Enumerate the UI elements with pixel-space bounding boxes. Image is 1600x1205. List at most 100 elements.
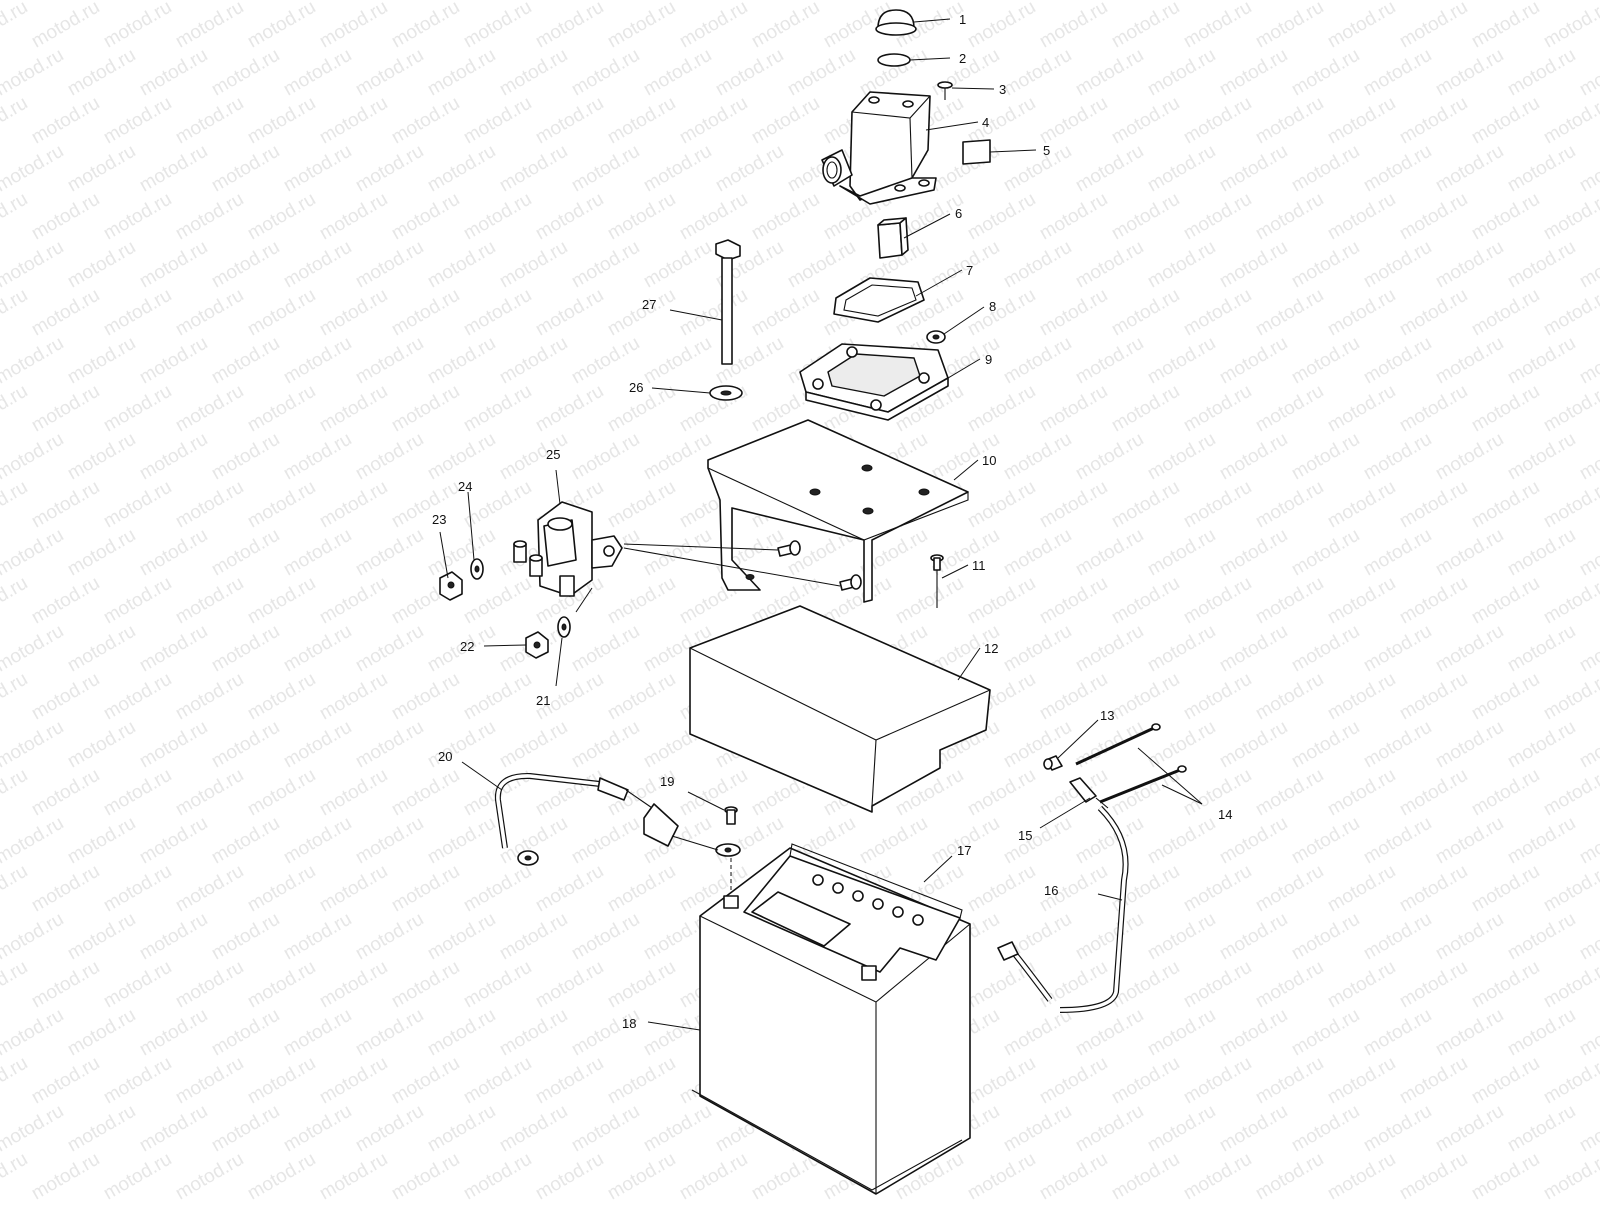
watermark-text: motod.ru xyxy=(1324,1149,1399,1200)
watermark-text: motod.ru xyxy=(1360,621,1435,677)
watermark-text: motod.ru xyxy=(352,141,427,197)
watermark-text: motod.ru xyxy=(172,285,247,341)
watermark-text: motod.ru xyxy=(1288,429,1363,485)
watermark-text: motod.ru xyxy=(64,141,139,197)
watermark-text: motod.ru xyxy=(1468,1053,1543,1109)
watermark-text: motod.ru xyxy=(568,237,643,293)
callout-20: 20 xyxy=(438,749,452,764)
watermark-text: motod.ru xyxy=(0,669,31,725)
watermark-text: motod.ru xyxy=(1216,525,1291,581)
watermark-text: motod.ru xyxy=(1252,765,1327,821)
watermark-text: motod.ru xyxy=(1504,237,1579,293)
watermark-text: motod.ru xyxy=(172,765,247,821)
watermark-text: motod.ru xyxy=(1216,717,1291,773)
watermark-text: motod.ru xyxy=(1432,1005,1507,1061)
watermark-text: motod.ru xyxy=(1540,93,1600,149)
watermark-text: motod.ru xyxy=(352,45,427,101)
watermark-text: motod.ru xyxy=(28,669,103,725)
watermark-text: motod.ru xyxy=(316,669,391,725)
callout-7: 7 xyxy=(966,263,973,278)
watermark-text: motod.ru xyxy=(964,957,1039,1013)
callout-13: 13 xyxy=(1100,708,1114,723)
watermark-text: motod.ru xyxy=(1324,93,1399,149)
watermark-text: motod.ru xyxy=(748,0,823,52)
watermark-text: motod.ru xyxy=(1036,93,1111,149)
watermark-text: motod.ru xyxy=(1576,525,1600,581)
watermark-text: motod.ru xyxy=(244,669,319,725)
watermark-text: motod.ru xyxy=(28,957,103,1013)
part-21-washer xyxy=(557,616,571,638)
watermark-text: motod.ru xyxy=(604,477,679,533)
callout-26: 26 xyxy=(629,380,643,395)
watermark-text: motod.ru xyxy=(532,0,607,52)
watermark-text: motod.ru xyxy=(1504,717,1579,773)
watermark-text: motod.ru xyxy=(532,861,607,917)
callout-15: 15 xyxy=(1018,828,1032,843)
callout-19: 19 xyxy=(660,774,674,789)
watermark-text: motod.ru xyxy=(0,1005,67,1061)
watermark-text: motod.ru xyxy=(1180,573,1255,629)
watermark-text: motod.ru xyxy=(64,813,139,869)
watermark-text: motod.ru xyxy=(496,45,571,101)
watermark-text: motod.ru xyxy=(352,1101,427,1157)
watermark-text: motod.ru xyxy=(244,0,319,52)
watermark-text: motod.ru xyxy=(1468,0,1543,52)
watermark-text: motod.ru xyxy=(1576,237,1600,293)
watermark-text: motod.ru xyxy=(424,45,499,101)
watermark-text: motod.ru xyxy=(352,717,427,773)
watermark-text: motod.ru xyxy=(64,429,139,485)
part-8-nut xyxy=(926,330,946,344)
watermark-text: motod.ru xyxy=(1576,909,1600,965)
watermark-text: motod.ru xyxy=(640,429,715,485)
watermark-text: motod.ru xyxy=(1000,1005,1075,1061)
watermark-text: motod.ru xyxy=(1072,909,1147,965)
watermark-text: motod.ru xyxy=(1396,573,1471,629)
watermark-text: motod.ru xyxy=(460,1149,535,1200)
watermark-text: motod.ru xyxy=(676,93,751,149)
watermark-text: motod.ru xyxy=(208,525,283,581)
watermark-text: motod.ru xyxy=(1216,1005,1291,1061)
watermark-text: motod.ru xyxy=(1108,1149,1183,1200)
watermark-text: motod.ru xyxy=(712,0,787,4)
watermark-text: motod.ru xyxy=(568,813,643,869)
watermark-text: motod.ru xyxy=(1504,141,1579,197)
watermark-text: motod.ru xyxy=(388,1149,463,1200)
watermark-text: motod.ru xyxy=(748,189,823,245)
part-13-fitting xyxy=(1043,755,1063,771)
watermark-text: motod.ru xyxy=(280,237,355,293)
watermark-text: motod.ru xyxy=(964,1053,1039,1109)
watermark-text: motod.ru xyxy=(1180,957,1255,1013)
watermark-text: motod.ru xyxy=(316,1053,391,1109)
watermark-text: motod.ru xyxy=(244,93,319,149)
watermark-text: motod.ru xyxy=(1072,429,1147,485)
watermark-text: motod.ru xyxy=(28,765,103,821)
watermark-text: motod.ru xyxy=(28,189,103,245)
watermark-text: motod.ru xyxy=(0,1053,31,1109)
watermark-text: motod.ru xyxy=(1000,1101,1075,1157)
watermark-text: motod.ru xyxy=(136,237,211,293)
watermark-text: motod.ru xyxy=(1576,0,1600,4)
watermark-text: motod.ru xyxy=(244,1149,319,1200)
watermark-text: motod.ru xyxy=(316,477,391,533)
watermark-text: motod.ru xyxy=(0,141,67,197)
part-17-vent-caps xyxy=(812,874,924,926)
watermark-text: motod.ru xyxy=(1216,45,1291,101)
watermark-text: motod.ru xyxy=(1000,333,1075,389)
watermark-text: motod.ru xyxy=(244,189,319,245)
watermark-text: motod.ru xyxy=(964,1149,1039,1200)
watermark-text: motod.ru xyxy=(568,909,643,965)
watermark-text: motod.ru xyxy=(1108,381,1183,437)
watermark-text: motod.ru xyxy=(1000,429,1075,485)
watermark-text: motod.ru xyxy=(964,477,1039,533)
watermark-text: motod.ru xyxy=(316,93,391,149)
watermark-text: motod.ru xyxy=(1216,429,1291,485)
watermark-text: motod.ru xyxy=(388,0,463,52)
watermark-text: motod.ru xyxy=(1396,381,1471,437)
watermark-text: motod.ru xyxy=(1468,477,1543,533)
watermark-text: motod.ru xyxy=(244,957,319,1013)
watermark-text: motod.ru xyxy=(1180,189,1255,245)
watermark-text: motod.ru xyxy=(136,525,211,581)
watermark-text: motod.ru xyxy=(244,285,319,341)
watermark-text: motod.ru xyxy=(1108,189,1183,245)
watermark-text: motod.ru xyxy=(28,0,103,52)
